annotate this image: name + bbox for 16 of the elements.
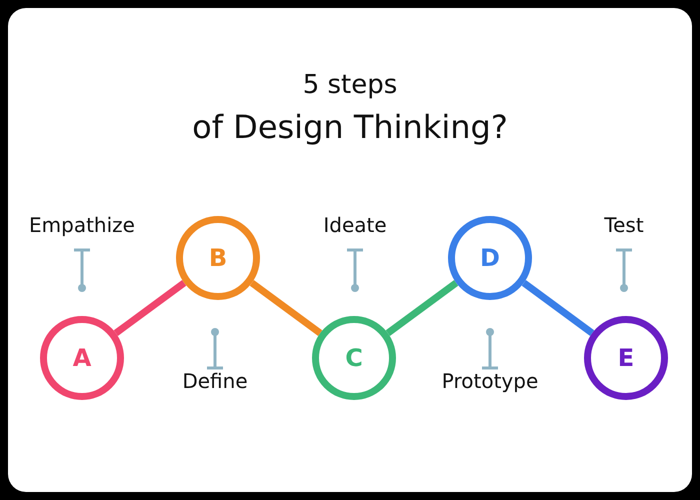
step-letter: A bbox=[72, 344, 92, 372]
diagram-subtitle: of Design Thinking? bbox=[192, 108, 508, 146]
step-letter: B bbox=[208, 244, 228, 272]
diagram-title: 5 steps bbox=[302, 70, 398, 100]
connector-line bbox=[386, 280, 458, 336]
step-letter: C bbox=[345, 344, 363, 372]
step-letter: D bbox=[480, 244, 500, 272]
step-letter: E bbox=[618, 344, 634, 372]
step-name: Define bbox=[182, 369, 248, 393]
connector-line bbox=[522, 280, 594, 336]
connector-line bbox=[114, 280, 186, 336]
step-name: Prototype bbox=[442, 369, 538, 393]
step-name: Ideate bbox=[323, 213, 387, 237]
connector-line bbox=[250, 280, 322, 336]
step-name: Empathize bbox=[29, 213, 135, 237]
step-name: Test bbox=[604, 213, 644, 237]
